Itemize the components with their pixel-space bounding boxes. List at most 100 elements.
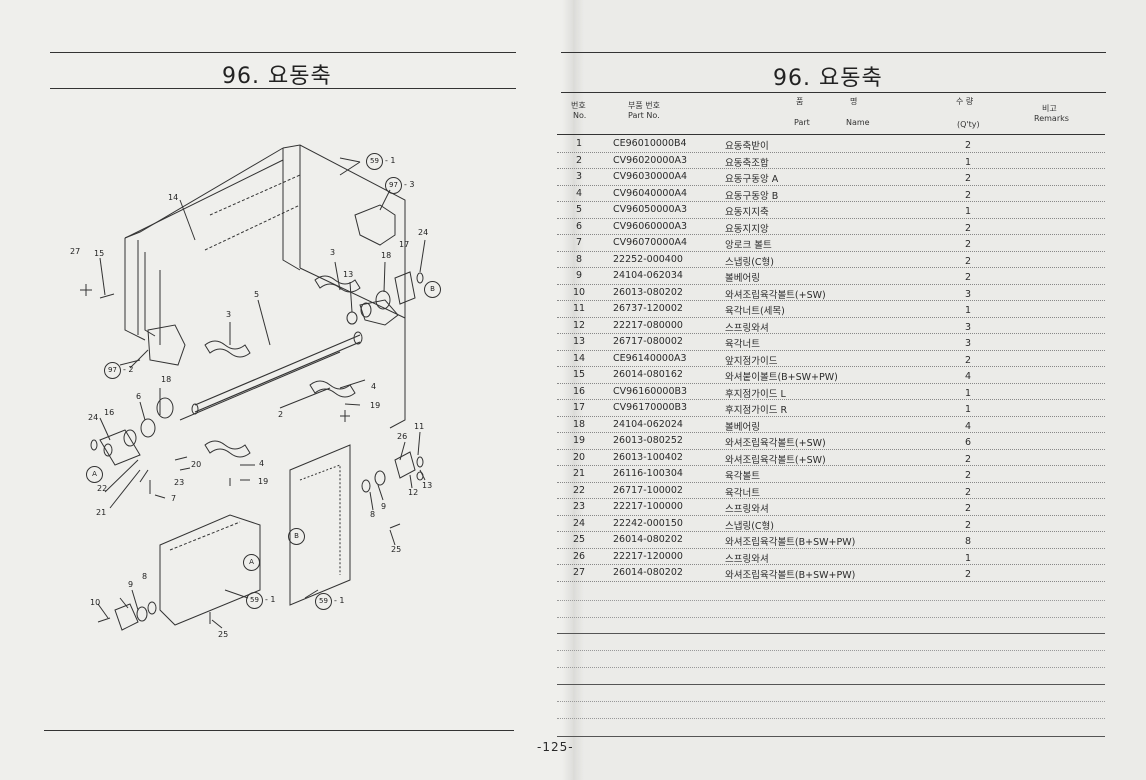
diagram-label: 16 <box>104 408 115 417</box>
diagram-label: 6 <box>136 392 142 401</box>
blank-row-line <box>557 684 1105 685</box>
cell-part-name: 요동지지앙 <box>725 223 769 235</box>
diagram-label: 9 <box>128 580 134 589</box>
diagram-label: 27 <box>70 247 81 256</box>
cell-no: 11 <box>572 303 586 314</box>
right-title-top-rule <box>561 52 1106 53</box>
cell-part-no: 26014-080202 <box>613 567 683 578</box>
cell-part-no: CE96140000A3 <box>613 352 687 364</box>
cell-part-no: 24104-062034 <box>613 270 683 281</box>
diagram-label: 10 <box>90 598 101 607</box>
cell-qty: 4 <box>964 420 972 432</box>
cell-no: 10 <box>572 286 586 298</box>
header-remarks-en: Remarks <box>1034 114 1069 123</box>
right-page-title: 96. 요동축 <box>773 66 883 91</box>
cell-part-name: 와셔조립육각볼트(+SW) <box>725 289 826 301</box>
cell-part-name: 요동지지축 <box>725 207 769 218</box>
cell-qty: 2 <box>964 470 972 481</box>
cell-part-no: 22252-000400 <box>613 253 683 265</box>
cell-part-name: 후지점가이드 L <box>725 388 786 400</box>
cell-part-name: 육각너트 <box>725 339 760 350</box>
callout-suffix: - 1 <box>265 595 276 604</box>
diagram-label: 18 <box>381 251 392 260</box>
cell-part-no: CV96170000B3 <box>613 402 688 413</box>
diagram-label: 11 <box>414 422 425 431</box>
diagram-label: 9 <box>381 502 387 511</box>
cell-part-no: CV96030000A4 <box>613 171 688 182</box>
cell-part-no: 22242-000150 <box>613 517 683 529</box>
header-qty-en: (Q'ty) <box>957 120 980 129</box>
cell-no: 4 <box>575 187 583 199</box>
diagram-label: 4 <box>371 382 377 391</box>
cell-no: 21 <box>572 468 586 479</box>
cell-part-no: CV96040000A4 <box>613 187 688 199</box>
cell-part-no: 26717-080002 <box>613 336 683 347</box>
cell-part-name: 볼베어링 <box>725 421 760 433</box>
cell-qty: 1 <box>964 206 972 217</box>
callout-circle: A <box>243 554 260 571</box>
cell-part-no: CE96010000B4 <box>613 138 687 149</box>
cell-no: 13 <box>572 336 586 347</box>
cell-no: 24 <box>572 517 586 529</box>
diagram-label: 14 <box>168 193 179 202</box>
title-top-rule <box>50 52 516 53</box>
cell-no: 19 <box>572 435 586 446</box>
diagram-label: 8 <box>142 572 148 581</box>
callout-suffix: - 1 <box>385 156 396 165</box>
cell-part-no: 26737-120002 <box>613 303 683 314</box>
callout-b-top: B <box>424 281 443 298</box>
cell-part-name: 스냅링(C형) <box>725 520 775 532</box>
cell-part-name: 요동구동앙 A <box>725 174 779 185</box>
cell-part-name: 요동축조합 <box>725 157 769 169</box>
diagram-label: 19 <box>258 477 269 486</box>
cell-part-name: 와셔조립육각볼트(+SW) <box>725 454 826 466</box>
cell-qty: 2 <box>964 140 972 151</box>
cell-qty: 2 <box>964 239 972 250</box>
callout-97-2: 97- 2 <box>104 362 134 379</box>
callout-97-3: 97- 3 <box>385 177 415 194</box>
diagram-label: 2 <box>278 410 284 419</box>
callout-b-bottom: B <box>288 528 307 545</box>
callout-suffix: - 1 <box>334 596 345 605</box>
cell-part-name: 요동구동앙 B <box>725 190 779 202</box>
diagram-label: 24 <box>88 413 99 422</box>
diagram-label: 25 <box>218 630 229 639</box>
diagram-label: 18 <box>161 375 172 384</box>
cell-part-name: 와셔조립육각볼트(+SW) <box>725 438 826 449</box>
cell-part-name: 스프링와셔 <box>725 553 769 565</box>
cell-no: 25 <box>572 534 586 545</box>
cell-part-name: 스냅링(C형) <box>725 256 775 268</box>
cell-qty: 2 <box>964 222 972 234</box>
cell-no: 5 <box>575 204 583 215</box>
cell-no: 20 <box>572 451 586 463</box>
blank-row-line <box>557 617 1105 618</box>
cell-part-no: CV96060000A3 <box>613 220 688 232</box>
diagram-label: 26 <box>397 432 408 441</box>
callout-59-1-right: 59- 1 <box>315 593 345 610</box>
cell-no: 18 <box>572 418 586 430</box>
header-name-ko-1: 품 <box>796 97 804 106</box>
cell-part-no: CV96050000A3 <box>613 204 688 215</box>
cell-part-no: 26116-100304 <box>613 468 683 479</box>
cell-part-name: 후지점가이드 R <box>725 405 788 416</box>
cell-qty: 2 <box>964 519 972 531</box>
cell-part-no: CV96160000B3 <box>613 385 688 397</box>
cell-qty: 2 <box>964 486 972 498</box>
cell-part-name: 와셔조립육각볼트(B+SW+PW) <box>725 537 856 548</box>
cell-qty: 1 <box>964 305 972 316</box>
diagram-label: 7 <box>171 494 177 503</box>
diagram-label: 3 <box>330 248 336 257</box>
cell-qty: 2 <box>964 503 972 514</box>
